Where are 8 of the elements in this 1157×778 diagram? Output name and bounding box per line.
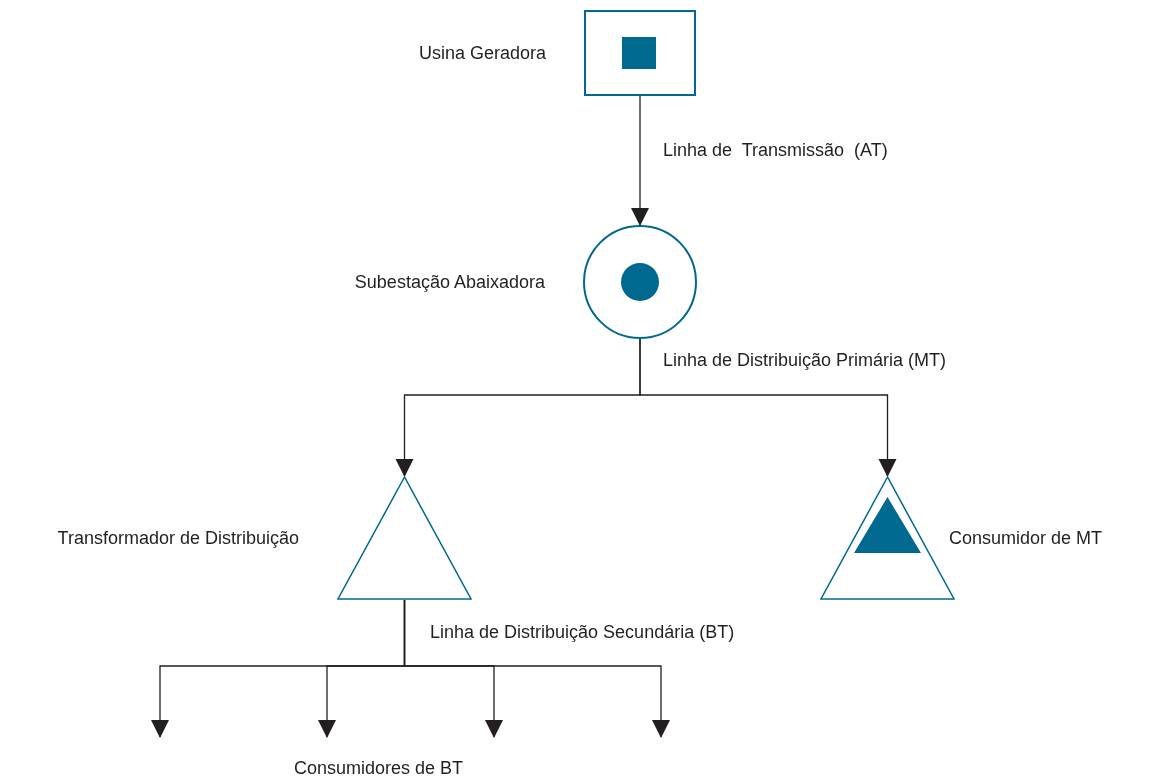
node-label: Subestação Abaixadora (354, 271, 545, 294)
node-label: Usina Geradora (418, 42, 546, 65)
node-label: Consumidor de MT (949, 527, 1103, 550)
group-label: Consumidores de BT (294, 757, 464, 778)
connector-arrow (403, 599, 670, 738)
connector-arrow (639, 338, 897, 477)
connector-arrow (631, 95, 649, 226)
node-label: Transformador de Distribuição (57, 527, 299, 550)
